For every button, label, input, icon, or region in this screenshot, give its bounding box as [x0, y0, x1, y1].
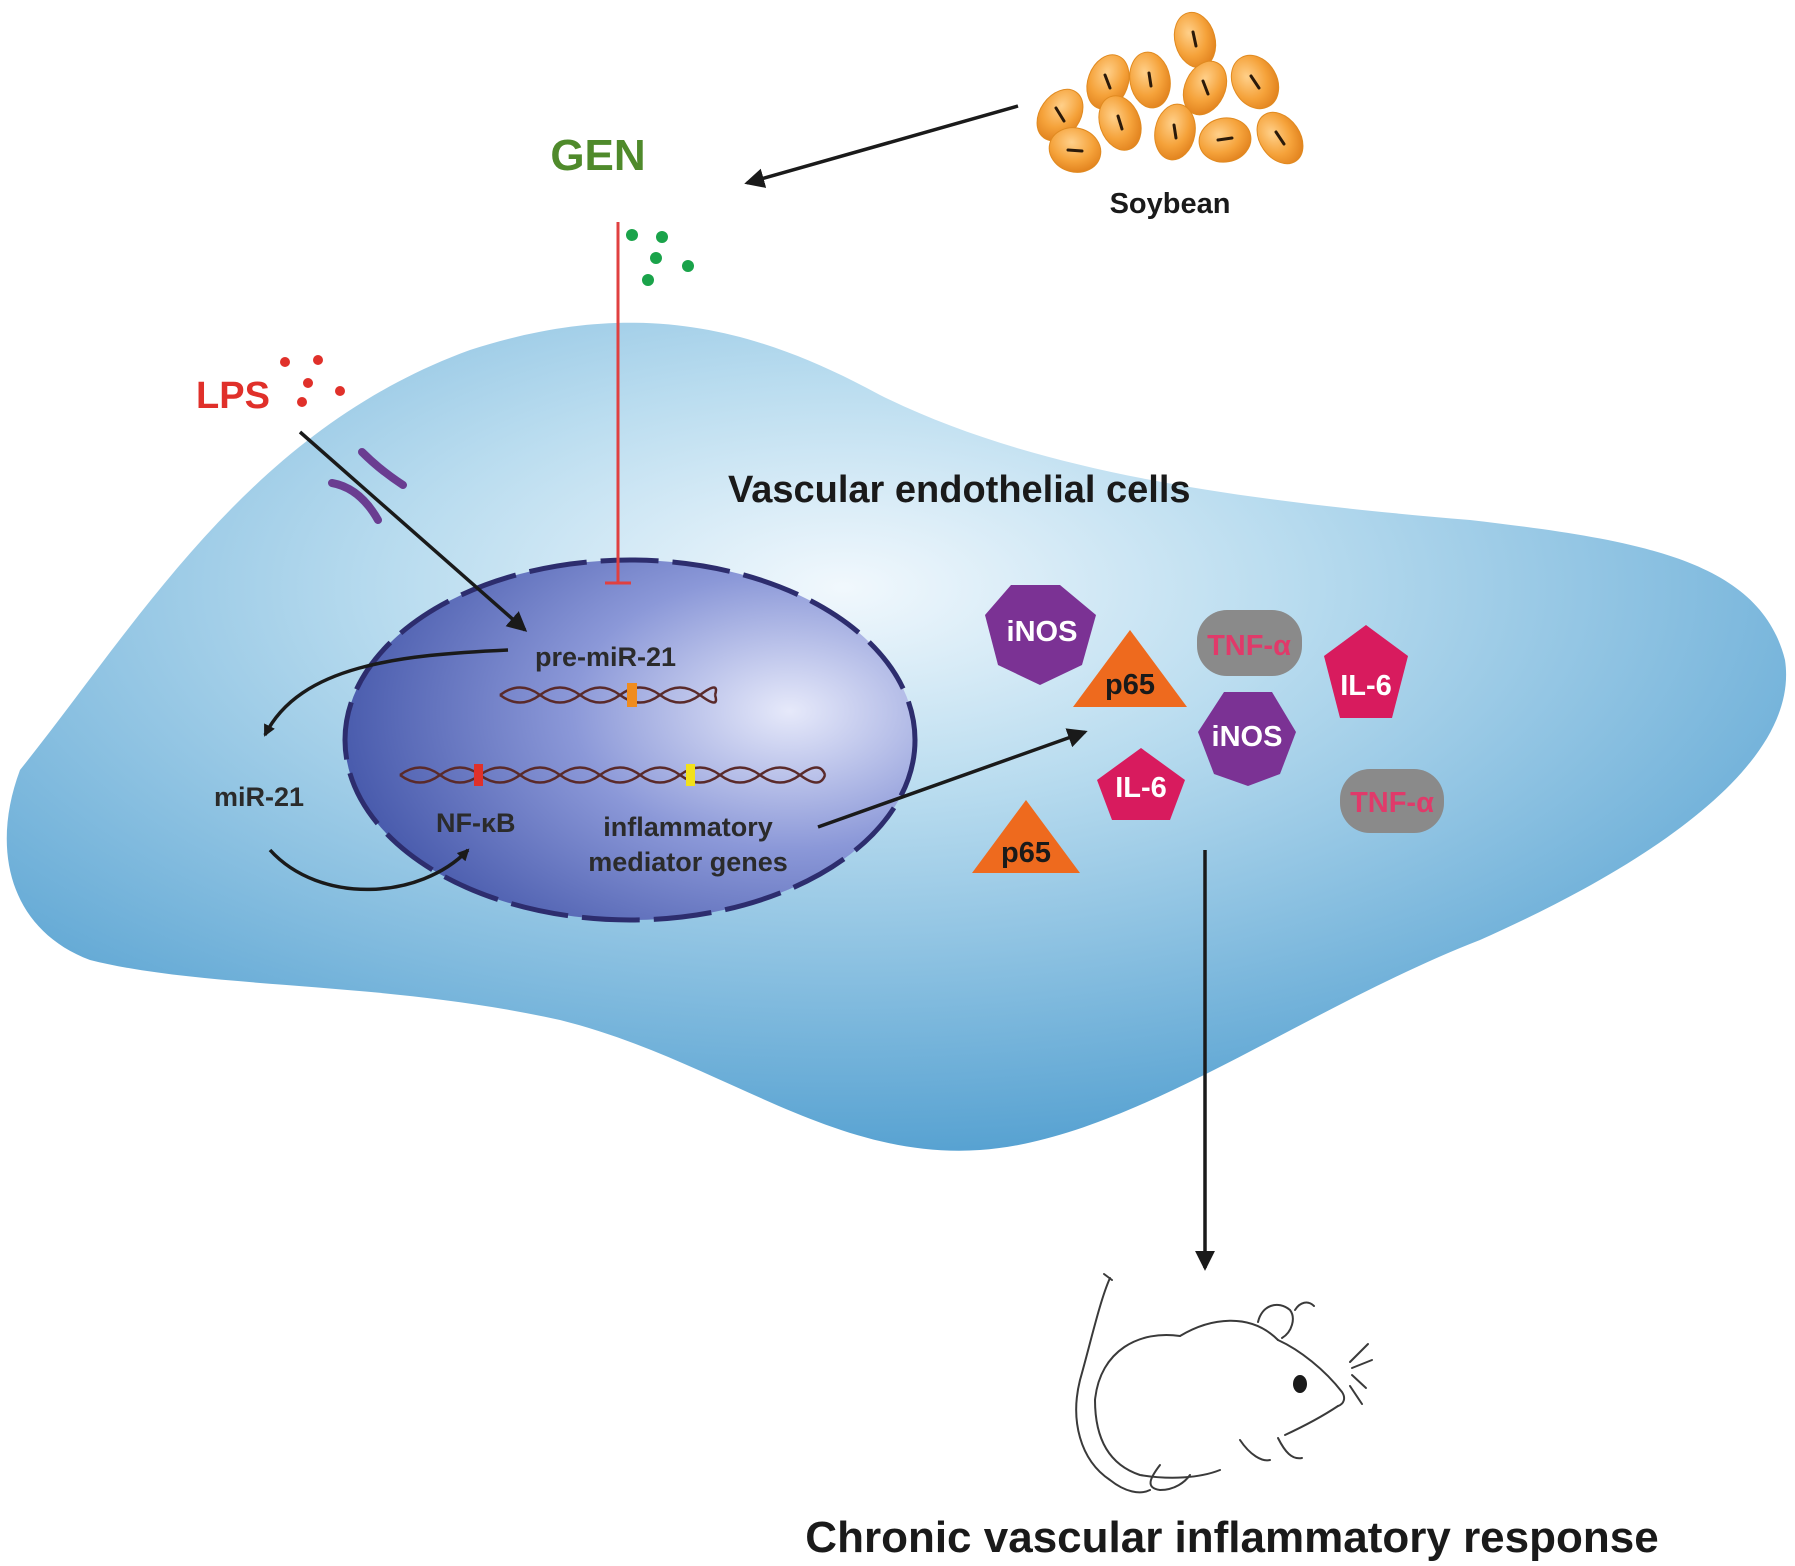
mediator-p65-2: p65 — [972, 800, 1080, 873]
lps-label: LPS — [196, 375, 270, 417]
svg-text:TNF-α: TNF-α — [1350, 787, 1434, 819]
mouse-icon — [1075, 1273, 1373, 1494]
mediator-inos-2: iNOS — [1198, 692, 1296, 786]
svg-text:iNOS: iNOS — [1007, 616, 1078, 648]
soybean-icon — [1036, 11, 1304, 173]
mediator-genes-label-line2: mediator genes — [588, 847, 788, 877]
gene-marker-nfkb — [474, 764, 483, 786]
mediator-tnf-2: TNF-α — [1340, 769, 1444, 833]
svg-text:p65: p65 — [1105, 669, 1155, 701]
mediator-genes-label-line1: inflammatory — [603, 812, 773, 842]
arrow-pre-mir21-to-mir21 — [263, 648, 509, 737]
gene-marker-mediator — [686, 764, 695, 786]
svg-text:TNF-α: TNF-α — [1207, 630, 1291, 662]
mediator-p65-1: p65 — [1073, 630, 1187, 707]
arrow-genes-to-mediators — [817, 728, 1088, 829]
soybean-label: Soybean — [1110, 188, 1231, 220]
svg-text:p65: p65 — [1001, 837, 1051, 869]
lps-molecules — [280, 355, 345, 407]
dna-strand-upper — [499, 686, 718, 704]
response-label: Chronic vascular inflammatory response — [805, 1513, 1658, 1562]
cell-label: Vascular endothelial cells — [728, 469, 1191, 511]
gen-label: GEN — [550, 131, 645, 180]
pre-mir21-label: pre-miR-21 — [535, 642, 676, 672]
gen-inhibition-line — [605, 222, 631, 585]
gen-molecules — [626, 229, 694, 286]
mediator-tnf-1: TNF-α — [1197, 610, 1302, 676]
svg-text:IL-6: IL-6 — [1340, 670, 1392, 702]
svg-text:IL-6: IL-6 — [1115, 772, 1167, 804]
mediator-inos-1: iNOS — [985, 585, 1096, 685]
mouse-eye — [1293, 1375, 1307, 1393]
svg-text:iNOS: iNOS — [1212, 721, 1283, 753]
arrow-soybean-to-gen — [744, 104, 1019, 188]
mediator-il6-1: IL-6 — [1324, 625, 1408, 718]
mediator-il6-2: IL-6 — [1097, 748, 1185, 820]
receptor-icon — [328, 448, 407, 524]
arrow-mir21-to-nfkb — [268, 848, 470, 892]
mir21-label: miR-21 — [214, 782, 304, 812]
gene-marker-pre-mir21 — [627, 683, 637, 707]
nfkb-label: NF-κB — [436, 808, 516, 838]
arrow-lps-to-nucleus — [298, 430, 528, 632]
